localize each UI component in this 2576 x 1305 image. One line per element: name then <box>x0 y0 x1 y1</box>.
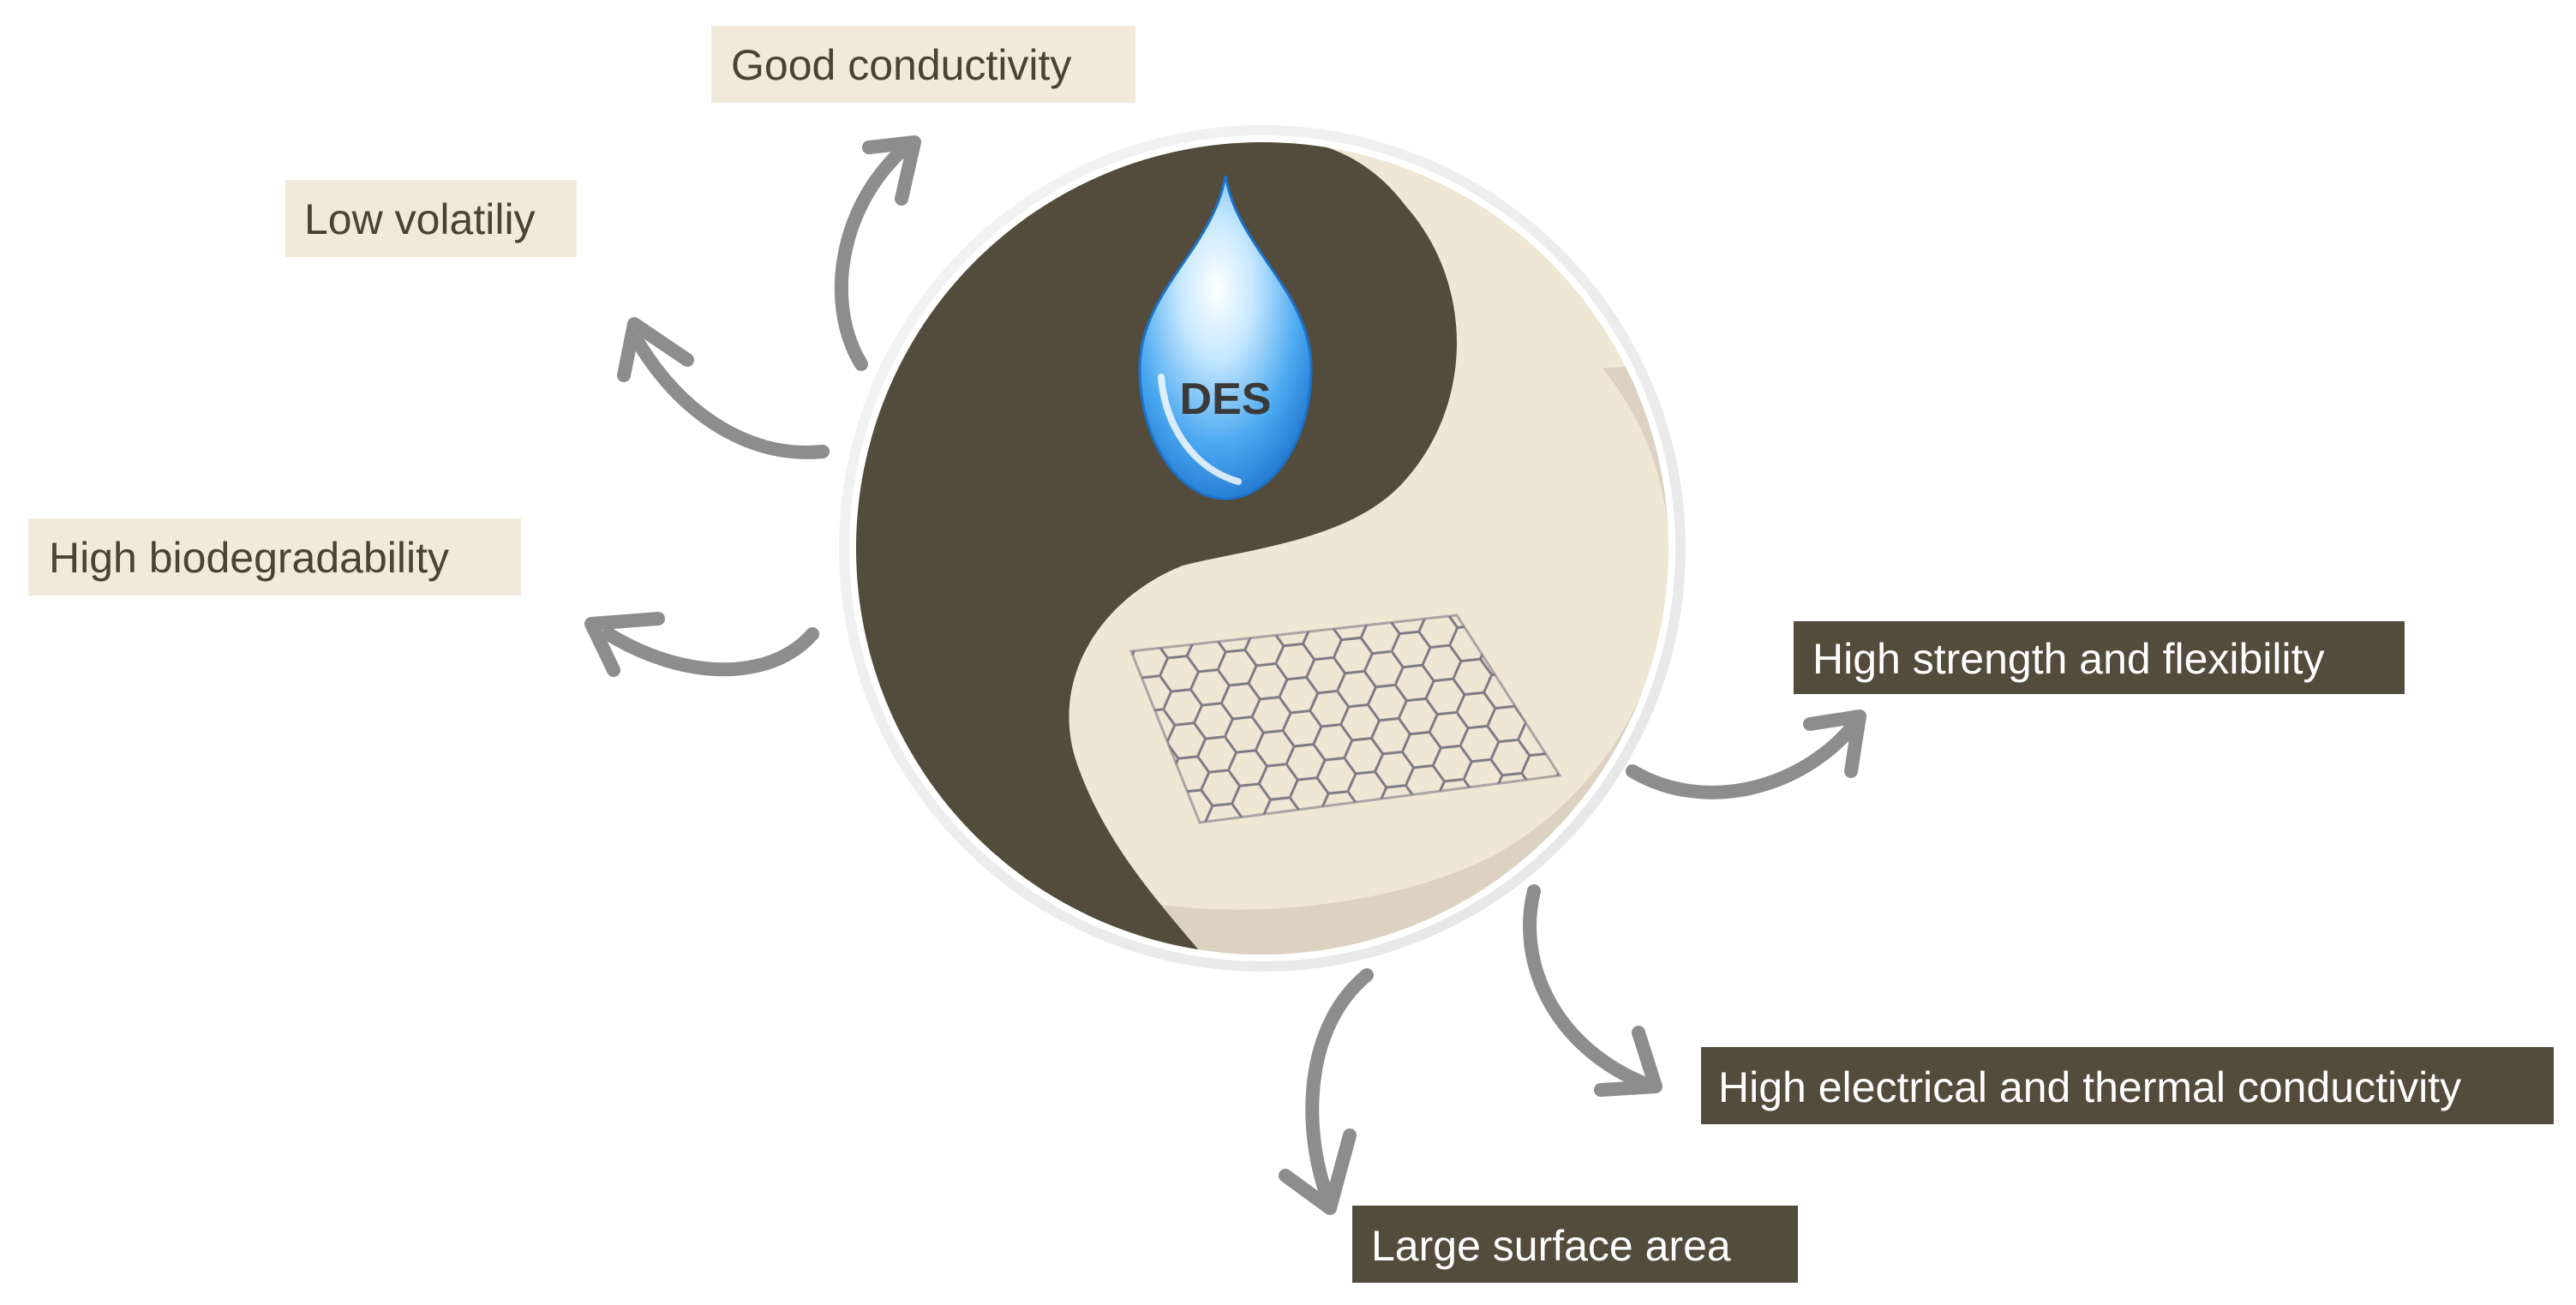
label-good-conductivity: Good conductivity <box>711 26 1135 103</box>
arrow-high-biodegradability <box>584 612 819 677</box>
label-high-strength-flexibility: High strength and flexibility <box>1794 621 2405 694</box>
droplet-highlight <box>1158 374 1242 485</box>
droplet-shape <box>1138 175 1313 500</box>
label-high-biodegradability: High biodegradability <box>28 518 521 596</box>
svg-text:High electrical and thermal co: High electrical and thermal conductivity <box>1718 1063 2461 1111</box>
arrow-low-volatility <box>617 317 830 459</box>
arrow-large-surface-area <box>1279 968 1374 1215</box>
droplet-label: DES <box>1180 374 1272 424</box>
svg-text:High biodegradability: High biodegradability <box>49 534 449 582</box>
label-low-volatility: Low volatiliy <box>285 180 577 257</box>
svg-text:High strength and flexibility: High strength and flexibility <box>1812 635 2325 683</box>
label-high-electrical-thermal-conductivity: High electrical and thermal conductivity <box>1701 1047 2554 1124</box>
svg-text:Low volatiliy: Low volatiliy <box>304 195 536 243</box>
arrow-good-conductivity <box>834 135 921 371</box>
svg-text:Good conductivity: Good conductivity <box>731 41 1071 89</box>
arrow-high-strength-flexibility <box>1626 709 1866 799</box>
svg-text:Large surface area: Large surface area <box>1371 1222 1731 1270</box>
label-large-surface-area: Large surface area <box>1352 1206 1798 1283</box>
arrow-high-electrical-thermal-conductivity <box>1523 884 1662 1097</box>
des-droplet: DES <box>1138 175 1313 500</box>
arrows <box>584 135 1866 1215</box>
